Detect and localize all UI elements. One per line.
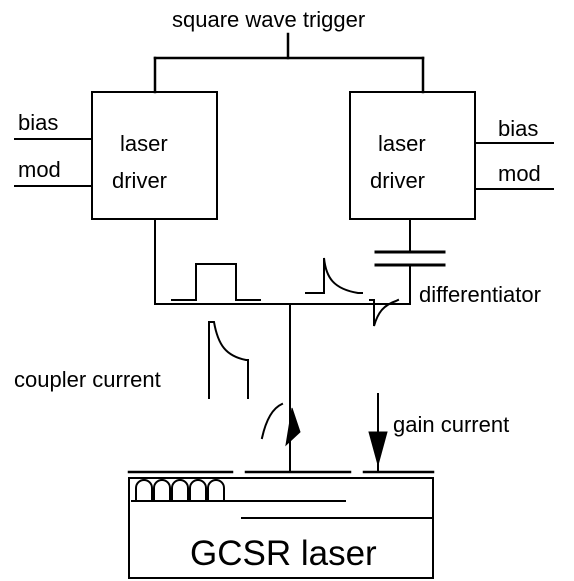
grating-section-icon — [135, 479, 225, 501]
right-driver-label-line2: driver — [370, 168, 425, 193]
coupler-current-label: coupler current — [14, 367, 161, 392]
gain-current-label: gain current — [393, 412, 509, 437]
right-driver-label-line1: laser — [378, 131, 426, 156]
right-bias-label: bias — [498, 116, 538, 141]
right-mod-label: mod — [498, 161, 541, 186]
coupler-waveform — [208, 321, 249, 399]
differentiator-label: differentiator — [419, 282, 541, 307]
gain-current-arrow-icon — [368, 431, 388, 467]
left-bias-label: bias — [18, 110, 58, 135]
gcsr-laser-label: GCSR laser — [190, 534, 377, 573]
positive-spike-waveform — [305, 257, 363, 294]
gcsr-laser-body — [128, 477, 434, 579]
coupler-current-arrow-icon — [285, 407, 301, 447]
trigger-label: square wave trigger — [172, 7, 365, 32]
negative-spike-waveform — [369, 298, 400, 327]
square-pulse-waveform — [171, 263, 261, 301]
left-driver-label-line1: laser — [120, 131, 168, 156]
right-laser-driver-box — [349, 91, 476, 220]
left-driver-label-line2: driver — [112, 168, 167, 193]
coupler-small-spike-waveform — [260, 402, 284, 440]
left-mod-label: mod — [18, 157, 61, 182]
